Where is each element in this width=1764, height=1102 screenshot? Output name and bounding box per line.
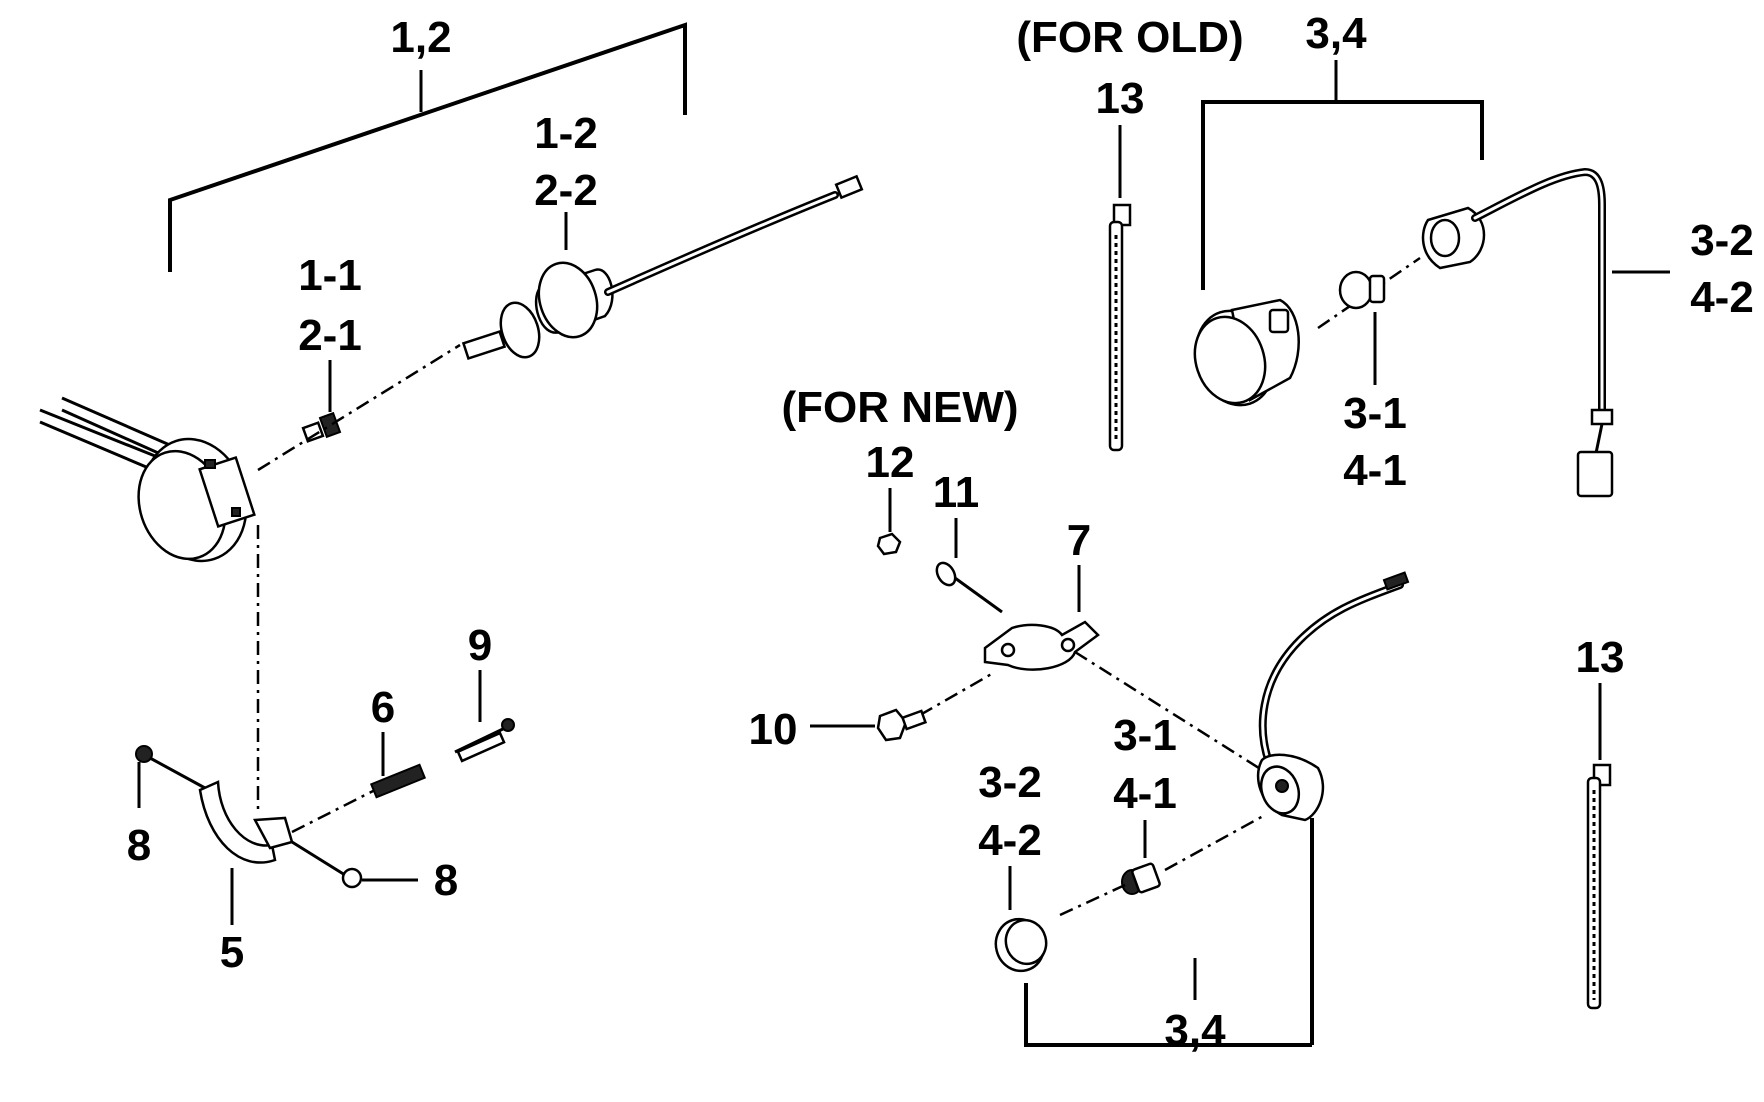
note-for-new: (FOR NEW) [781,383,1018,432]
spring-6 [369,763,427,799]
callout-11: 11 [933,468,980,517]
washer-11 [935,561,1003,614]
axis-new-lens [1059,883,1126,917]
headlamp-housing [39,396,256,563]
bulb-1-1 [301,411,342,443]
callout-3-1-top: 3-1 [1343,389,1407,438]
callout-3-2-top: 3-2 [1690,216,1754,265]
callout-1-2: 1-2 [534,109,598,158]
callout-13-bottom: 13 [1576,633,1625,682]
callout-5: 5 [220,928,244,977]
callout-13-top: 13 [1096,74,1145,123]
nut-8-right [291,840,418,889]
callout-6: 6 [371,683,395,732]
callout-7: 7 [1067,516,1091,565]
callout-2-2: 2-2 [534,166,598,215]
callout-1-1: 1-1 [298,251,362,300]
axis-bolt-10 [919,670,996,717]
callout-3-2-bot: 3-2 [978,758,1042,807]
callout-12: 12 [866,438,915,487]
socket-wire-3-2-top [1421,167,1614,498]
side-lamp-new [1256,571,1410,822]
bulb-3-1-top [1338,270,1386,310]
bracket-assy-3-4-top [1201,60,1484,290]
bulb-3-1-bottom [1121,862,1161,895]
lens-3-2-bottom [994,917,1048,973]
callout-8-right: 8 [434,856,458,905]
callout-4-1-bot: 4-1 [1113,769,1177,818]
axis-adjuster [291,788,376,834]
bolt-8-left [135,745,206,790]
axis-headlamp [257,343,461,472]
callout-4-2-top: 4-2 [1690,273,1754,322]
callout-3-1-bot: 3-1 [1113,711,1177,760]
note-for-old: (FOR OLD) [1016,13,1243,62]
cable-tie-13-bottom [1586,763,1612,1010]
nut-12 [876,532,902,556]
bolt-10 [876,708,928,742]
adjusting-bolt-9 [454,718,515,763]
bracket-assy-1-2 [168,22,687,272]
callout-assy-3-4-top: 3,4 [1305,9,1367,58]
callout-assy-1-2: 1,2 [390,13,451,62]
bracket-7 [983,620,1100,671]
callout-8-left: 8 [127,821,151,870]
bracket-assy-3-4-bottom [1024,818,1314,1047]
callout-2-1: 2-1 [298,311,362,360]
callout-4-2-bot: 4-2 [978,816,1042,865]
callout-4-1-top: 4-1 [1343,446,1407,495]
callout-10: 10 [749,705,798,754]
cable-tie-13-top [1108,203,1132,452]
callout-9: 9 [468,621,492,670]
axis-new-lamp [1074,650,1271,777]
callout-assy-3-4-bottom: 3,4 [1164,1006,1226,1055]
socket-grommet-1-2 [461,174,864,361]
side-lamp-old [1193,298,1300,407]
mount-bracket-5 [198,780,294,864]
axis-new-bulb [1164,813,1266,872]
